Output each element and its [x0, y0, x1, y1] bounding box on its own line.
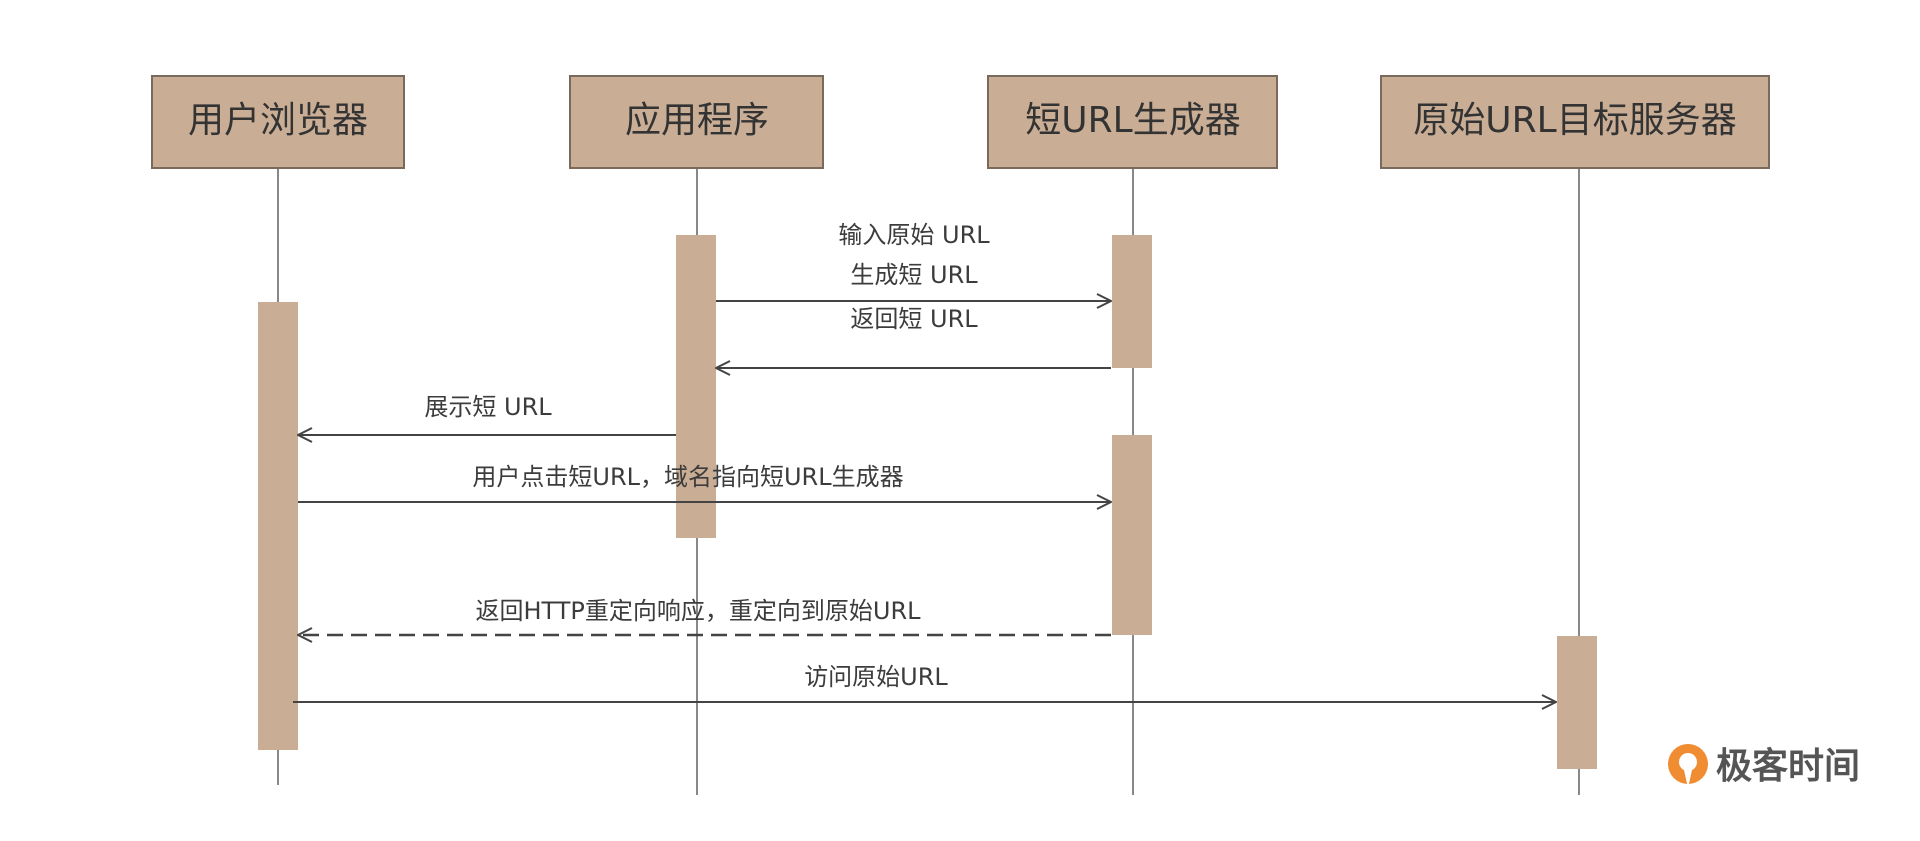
message-label-5: 返回HTTP重定向响应，重定向到原始URL [475, 597, 921, 625]
activation-shortener-1 [1112, 235, 1152, 368]
message-label-1b: 生成短 URL [850, 261, 978, 289]
watermark-text: 极客时间 [1716, 746, 1860, 787]
geektime-watermark: 极客时间 [1668, 744, 1860, 788]
activation-shortener-2 [1112, 435, 1152, 635]
participant-browser: 用户浏览器 [151, 75, 405, 169]
message-label-4: 用户点击短URL，域名指向短URL生成器 [472, 463, 903, 491]
participant-target: 原始URL目标服务器 [1380, 75, 1770, 169]
participant-shortener-label: 短URL生成器 [1025, 100, 1240, 141]
participant-app-label: 应用程序 [625, 100, 769, 141]
activation-app [676, 235, 716, 538]
message-label-1a: 输入原始 URL [838, 221, 990, 249]
message-label-2: 返回短 URL [850, 305, 978, 333]
participant-target-label: 原始URL目标服务器 [1413, 100, 1736, 141]
message-label-3: 展示短 URL [424, 393, 552, 421]
message-label-6: 访问原始URL [804, 663, 948, 691]
activation-target [1557, 636, 1597, 769]
participant-app: 应用程序 [569, 75, 824, 169]
participant-shortener: 短URL生成器 [987, 75, 1278, 169]
participant-browser-label: 用户浏览器 [188, 100, 368, 141]
activation-browser [258, 302, 298, 750]
geektime-logo-icon [1668, 744, 1708, 788]
